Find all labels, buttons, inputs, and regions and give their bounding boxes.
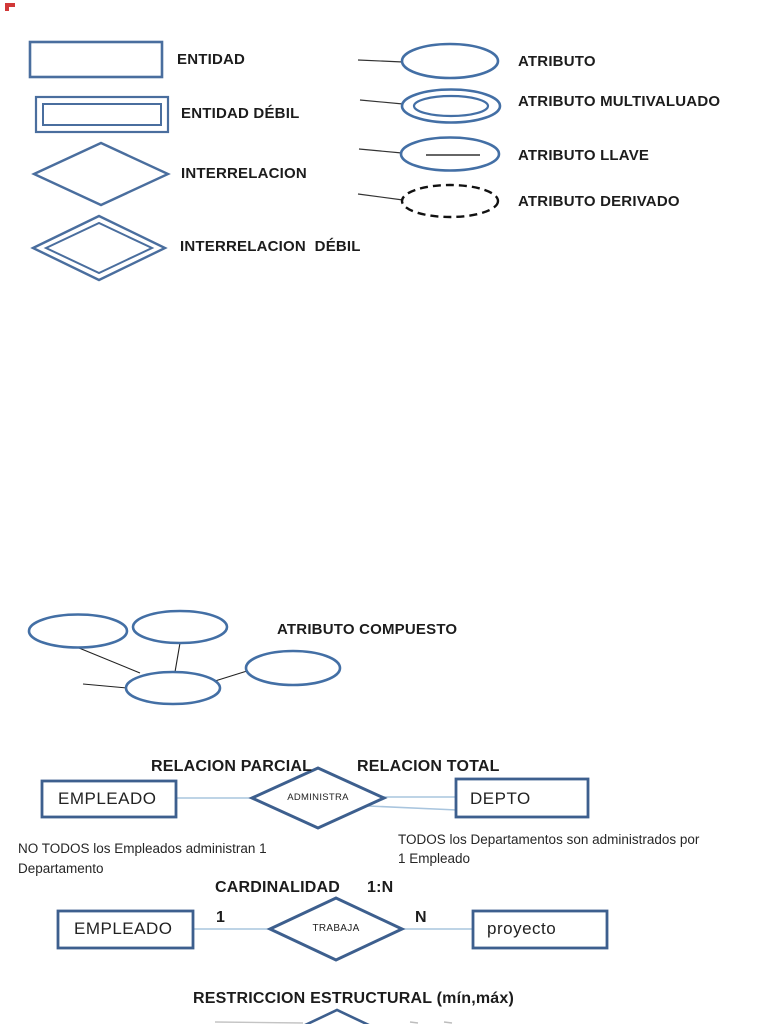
compuesto-ellipse-center xyxy=(124,670,222,706)
proyecto-entity-label: proyecto xyxy=(487,919,557,938)
compuesto-link-stub xyxy=(82,683,128,689)
entidad-debil-outer-rect xyxy=(34,95,170,134)
entidad-label: ENTIDAD xyxy=(177,51,246,68)
atributo-derivado-leader-line xyxy=(357,193,404,201)
relacion-total-note-line1: TODOS los Departamentos son administrado… xyxy=(398,832,700,847)
compuesto-ellipse-right xyxy=(244,649,342,687)
cardinalidad-ratio: 1:N xyxy=(367,879,394,896)
relacion-parcial-note-line1: NO TODOS los Empleados administran 1 xyxy=(18,841,267,856)
empleado-entity-label-cardinalidad: EMPLEADO xyxy=(74,919,173,938)
empleado-rect-cardinalidad xyxy=(56,909,195,950)
depto-rect xyxy=(454,777,590,819)
atributo-leader-line xyxy=(357,59,404,63)
trabaja-diamond-label: TRABAJA xyxy=(312,923,360,934)
atributo-multivaluado-label: ATRIBUTO MULTIVALUADO xyxy=(518,93,721,110)
administra-diamond-label: ADMINISTRA xyxy=(287,792,349,803)
entidad-rect xyxy=(28,40,164,79)
atributo-llave-ellipse xyxy=(399,136,501,172)
relacion-total-note-line2: 1 Empleado xyxy=(398,851,471,866)
administra-diamond xyxy=(248,766,388,830)
interrelacion-debil-inner-diamond xyxy=(43,221,155,275)
interrelacion-debil-outer-diamond xyxy=(30,214,168,282)
compuesto-ellipse-topleft xyxy=(27,613,129,649)
cardinality-one-label: 1 xyxy=(216,909,225,926)
atributo-multivaluado-leader-line xyxy=(359,99,404,105)
restriccion-diamond-tip xyxy=(304,1008,370,1024)
restriccion-faint-line-left xyxy=(214,1021,304,1024)
empleado-rect-relacion xyxy=(40,779,178,819)
relacion-parcial-heading: RELACION PARCIAL xyxy=(151,758,313,775)
compuesto-link-topleft xyxy=(78,647,141,674)
atributo-ellipse xyxy=(400,42,500,80)
compuesto-link-right xyxy=(214,670,248,682)
atributo-llave-label: ATRIBUTO LLAVE xyxy=(518,147,650,164)
atributo-derivado-dashed-ellipse xyxy=(400,183,500,219)
relacion-parcial-note-line2: Departamento xyxy=(18,861,104,876)
red-annotation-mark xyxy=(5,3,15,11)
empleado-entity-label-relacion: EMPLEADO xyxy=(58,789,157,808)
entidad-debil-label: ENTIDAD DÉBIL xyxy=(181,105,300,122)
atributo-derivado-label: ATRIBUTO DERIVADO xyxy=(518,193,680,210)
interrelacion-label: INTERRELACION xyxy=(181,165,307,182)
atributo-multivaluado-outer-ellipse xyxy=(400,88,502,124)
interrelacion-diamond xyxy=(31,141,171,207)
restriccion-faint-mark-2 xyxy=(443,1021,453,1024)
relacion-double-line-lower xyxy=(367,805,458,811)
relacion-total-heading: RELACION TOTAL xyxy=(357,758,500,775)
restriccion-heading: RESTRICCION ESTRUCTURAL (mín,máx) xyxy=(193,990,514,1007)
compuesto-link-topcenter xyxy=(174,642,181,673)
cardinality-n-label: N xyxy=(415,909,427,926)
atributo-label: ATRIBUTO xyxy=(518,53,596,70)
trabaja-diamond xyxy=(266,896,406,962)
depto-entity-label: DEPTO xyxy=(470,789,531,808)
proyecto-rect xyxy=(471,909,609,950)
atributo-multivaluado-inner-ellipse xyxy=(412,94,490,118)
atributo-llave-leader-line xyxy=(358,148,403,154)
compuesto-ellipse-topcenter xyxy=(131,609,229,645)
interrelacion-debil-label: INTERRELACION DÉBIL xyxy=(180,238,361,255)
restriccion-faint-mark-1 xyxy=(409,1021,419,1024)
cardinalidad-heading: CARDINALIDAD xyxy=(215,879,341,896)
atributo-compuesto-label: ATRIBUTO COMPUESTO xyxy=(277,621,458,638)
entidad-debil-inner-rect xyxy=(42,103,162,126)
